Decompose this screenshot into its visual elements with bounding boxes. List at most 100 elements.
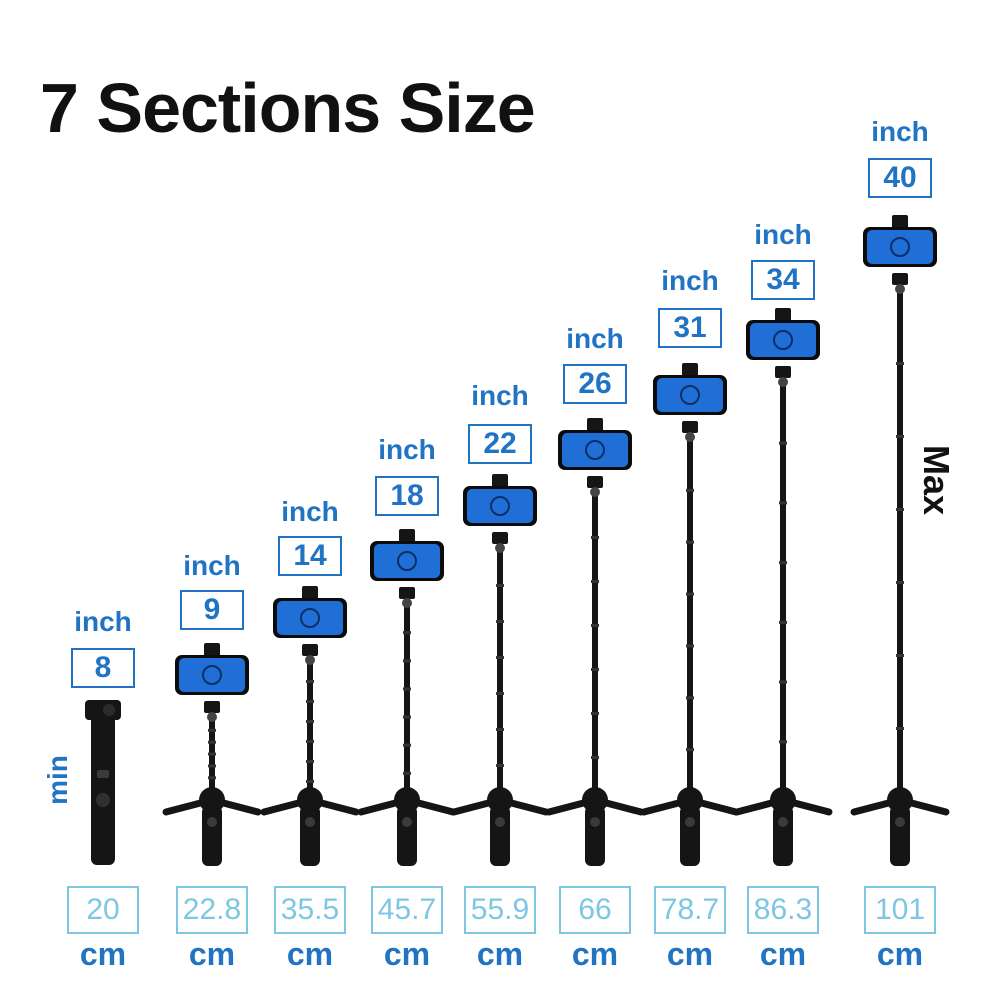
ball-head xyxy=(495,543,505,553)
pole-joint xyxy=(896,654,904,657)
pole-joint xyxy=(208,728,216,732)
pole-joint xyxy=(306,720,314,723)
pole-joint xyxy=(496,584,504,587)
phone-clamp-top xyxy=(204,643,220,657)
pole-joint xyxy=(306,680,314,683)
pole-joint xyxy=(591,580,599,583)
phone-screen xyxy=(750,323,816,357)
cm-unit-label: cm xyxy=(383,936,431,972)
phone-clamp-bottom xyxy=(587,476,603,488)
inch-unit-label: inch xyxy=(471,380,529,411)
ball-head xyxy=(685,432,695,442)
telescopic-pole xyxy=(307,660,313,800)
cm-value-box: 78.7 xyxy=(654,886,726,934)
pole-joint xyxy=(403,715,411,719)
pole-joint xyxy=(591,668,599,671)
pole-joint xyxy=(496,656,504,659)
phone-screen xyxy=(374,544,440,578)
telescopic-pole xyxy=(497,548,503,800)
pole-joint xyxy=(686,748,694,752)
inch-unit-label: inch xyxy=(566,323,624,354)
telescopic-pole xyxy=(780,382,786,800)
inch-value-box: 14 xyxy=(278,536,342,576)
inch-unit-label: inch xyxy=(754,219,812,250)
cm-value-box: 35.5 xyxy=(274,886,346,934)
handle-grip xyxy=(397,806,417,866)
inch-value-box: 8 xyxy=(71,648,135,688)
cm-value-box: 22.8 xyxy=(176,886,248,934)
pole-joint xyxy=(208,740,216,744)
cm-unit-label: cm xyxy=(759,936,807,972)
pole-joint xyxy=(403,743,411,747)
phone-logo xyxy=(680,385,700,405)
phone-clamp-top xyxy=(302,586,318,600)
handle-grip xyxy=(300,806,320,866)
pole-joint xyxy=(306,780,314,783)
phone-logo xyxy=(202,665,222,685)
phone-screen xyxy=(657,378,723,412)
pole-joint xyxy=(779,680,787,684)
max-label: Max xyxy=(916,444,957,516)
phone-screen xyxy=(467,489,533,523)
pole-joint xyxy=(403,687,411,691)
inch-value-box: 9 xyxy=(180,590,244,630)
pole-joint xyxy=(686,488,694,492)
pole-joint xyxy=(686,644,694,648)
phone-clamp-top xyxy=(775,308,791,322)
ball-head xyxy=(778,377,788,387)
selfie-stick-tripod-icon xyxy=(850,215,950,866)
ball-head xyxy=(590,487,600,497)
inch-unit-label: inch xyxy=(74,606,132,637)
inch-unit-label: inch xyxy=(378,434,436,465)
cm-value-box: 86.3 xyxy=(747,886,819,934)
ball-head xyxy=(895,284,905,294)
selfie-stick-tripod-icon xyxy=(260,586,360,866)
tripod-hub xyxy=(297,787,323,813)
pole-joint xyxy=(896,362,904,365)
pole-joint xyxy=(591,624,599,627)
telescopic-pole xyxy=(404,603,410,800)
inch-value-box: 26 xyxy=(563,364,627,404)
handle-grip xyxy=(202,806,222,866)
inch-value-box: 40 xyxy=(868,158,932,198)
phone-clamp-top xyxy=(492,474,508,488)
phone-screen xyxy=(277,601,343,635)
phone-clamp-top xyxy=(892,215,908,229)
telescopic-pole xyxy=(897,289,903,800)
ball-head xyxy=(305,655,315,665)
pole-joint xyxy=(779,620,787,624)
cm-unit-label: cm xyxy=(571,936,619,972)
inch-unit-label: inch xyxy=(183,550,241,581)
handle-grip xyxy=(490,806,510,866)
pole-joint xyxy=(591,536,599,539)
phone-clamp-bottom xyxy=(399,587,415,599)
phone-logo xyxy=(300,608,320,628)
ball-head xyxy=(207,712,217,722)
folded-bluetooth-light xyxy=(97,770,109,778)
pole-joint xyxy=(496,764,504,767)
phone-clamp-bottom xyxy=(775,366,791,378)
pole-joint xyxy=(896,508,904,511)
pole-joint xyxy=(496,692,504,695)
handle-grip xyxy=(585,806,605,866)
pole-joint xyxy=(208,776,216,780)
pole-joint xyxy=(896,727,904,730)
cm-unit-label: cm xyxy=(188,936,236,972)
cm-value-box: 55.9 xyxy=(464,886,536,934)
phone-logo xyxy=(397,551,417,571)
phone-logo xyxy=(773,330,793,350)
pole-joint xyxy=(686,540,694,544)
phone-clamp-bottom xyxy=(204,701,220,713)
phone-logo xyxy=(490,496,510,516)
pole-joint xyxy=(779,740,787,744)
inch-value-box: 18 xyxy=(375,476,439,516)
remote-button xyxy=(305,817,315,827)
tripod-hub xyxy=(887,787,913,813)
tripod-hub xyxy=(199,787,225,813)
pole-joint xyxy=(896,581,904,584)
selfie-stick-tripod-icon xyxy=(357,529,457,866)
phone-screen xyxy=(179,658,245,692)
inch-unit-label: inch xyxy=(281,496,339,527)
phone-screen xyxy=(867,230,933,264)
pole-joint xyxy=(306,740,314,743)
